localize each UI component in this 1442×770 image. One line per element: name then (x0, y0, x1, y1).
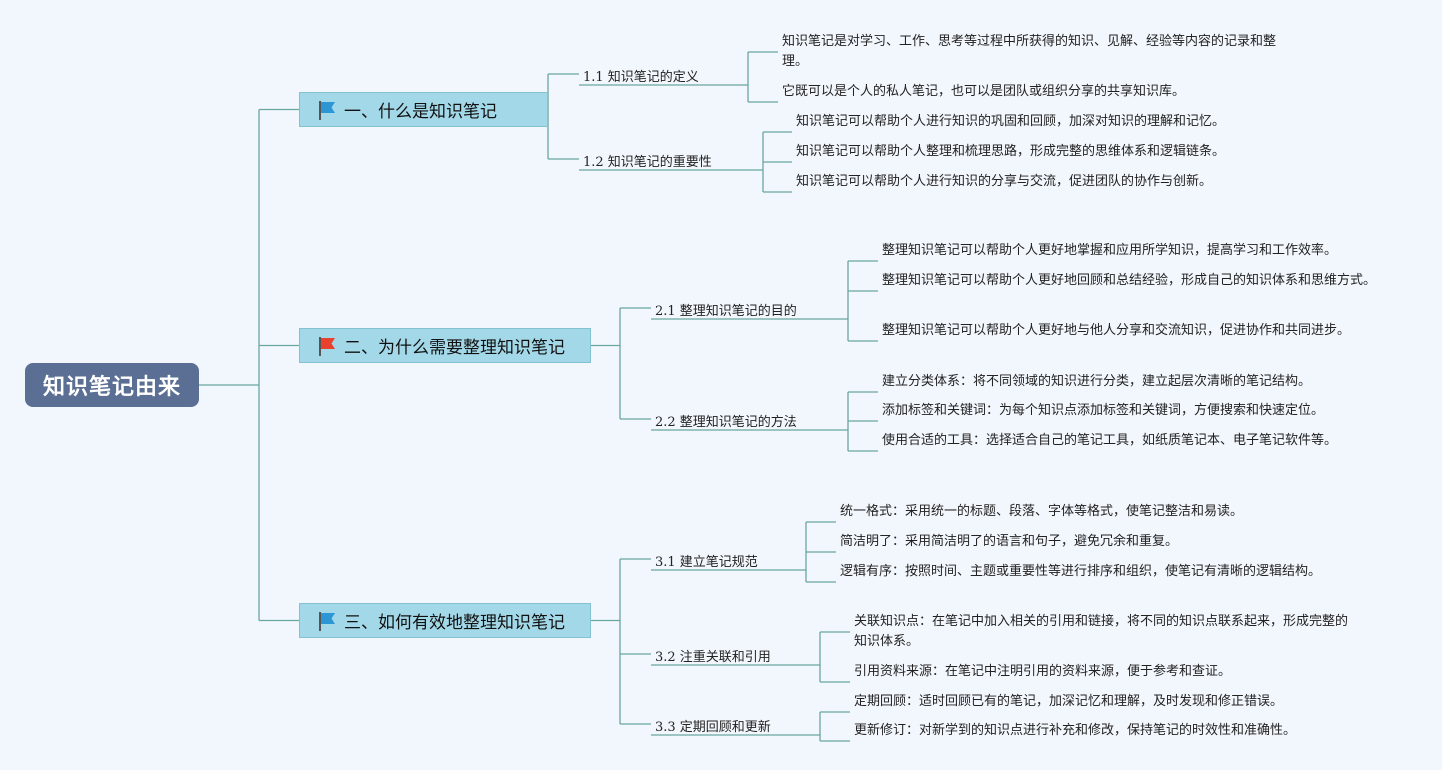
leaf-note[interactable]: 使用合适的工具：选择适合自己的笔记工具，如纸质笔记本、电子笔记软件等。 (882, 433, 1338, 448)
leaf-note[interactable]: 逻辑有序：按照时间、主题或重要性等进行排序和组织，使笔记有清晰的逻辑结构。 (840, 564, 1322, 579)
subtopic[interactable]: 1.2 知识笔记的重要性 (583, 155, 712, 170)
branch-label: 一、什么是知识笔记 (344, 102, 497, 122)
leaf-note[interactable]: 整理知识笔记可以帮助个人更好地与他人分享和交流知识，促进协作和共同进步。 (882, 323, 1351, 338)
leaf-note[interactable]: 建立分类体系：将不同领域的知识进行分类，建立起层次清晰的笔记结构。 (882, 374, 1312, 389)
leaf-note[interactable]: 知识笔记可以帮助个人整理和梳理思路，形成完整的思维体系和逻辑链条。 (796, 144, 1226, 159)
leaf-note[interactable]: 知识笔记可以帮助个人进行知识的分享与交流，促进团队的协作与创新。 (796, 174, 1213, 189)
leaf-note[interactable]: 统一格式：采用统一的标题、段落、字体等格式，使笔记整洁和易读。 (840, 504, 1244, 519)
blue-flag-icon (316, 99, 338, 121)
subtopic[interactable]: 3.1 建立笔记规范 (655, 555, 758, 570)
subtopic[interactable]: 1.1 知识笔记的定义 (583, 70, 699, 85)
leaf-note[interactable]: 简洁明了：采用简洁明了的语言和句子，避免冗余和重复。 (840, 534, 1179, 549)
subtopic[interactable]: 3.3 定期回顾和更新 (655, 720, 771, 735)
subtopic[interactable]: 2.2 整理知识笔记的方法 (655, 415, 797, 430)
leaf-note[interactable]: 整理知识笔记可以帮助个人更好地回顾和总结经验，形成自己的知识体系和思维方式。 (882, 273, 1377, 288)
root-topic[interactable]: 知识笔记由来 (25, 363, 199, 407)
leaf-note[interactable]: 它既可以是个人的私人笔记，也可以是团队或组织分享的共享知识库。 (782, 84, 1186, 99)
branch-topic[interactable]: 二、为什么需要整理知识笔记 (299, 328, 591, 363)
leaf-note[interactable]: 知识笔记可以帮助个人进行知识的巩固和回顾，加深对知识的理解和记忆。 (796, 114, 1226, 129)
branch-topic[interactable]: 一、什么是知识笔记 (299, 92, 548, 127)
leaf-note[interactable]: 整理知识笔记可以帮助个人更好地掌握和应用所学知识，提高学习和工作效率。 (882, 243, 1338, 258)
branch-topic[interactable]: 三、如何有效地整理知识笔记 (299, 603, 591, 638)
subtopic[interactable]: 3.2 注重关联和引用 (655, 650, 771, 665)
leaf-note[interactable]: 添加标签和关键词：为每个知识点添加标签和关键词，方便搜索和快速定位。 (882, 403, 1325, 418)
leaf-note[interactable]: 引用资料来源：在笔记中注明引用的资料来源，便于参考和查证。 (854, 664, 1232, 679)
branch-label: 三、如何有效地整理知识笔记 (344, 613, 565, 633)
leaf-note[interactable]: 定期回顾：适时回顾已有的笔记，加深记忆和理解，及时发现和修正错误。 (854, 694, 1284, 709)
red-flag-icon (316, 335, 338, 357)
subtopic[interactable]: 2.1 整理知识笔记的目的 (655, 304, 797, 319)
blue-flag-icon (316, 610, 338, 632)
leaf-note[interactable]: 更新修订：对新学到的知识点进行补充和修改，保持笔记的时效性和准确性。 (854, 723, 1297, 738)
leaf-note[interactable]: 关联知识点：在笔记中加入相关的引用和链接，将不同的知识点联系起来，形成完整的知识… (854, 614, 1349, 649)
leaf-note[interactable]: 知识笔记是对学习、工作、思考等过程中所获得的知识、见解、经验等内容的记录和整理。 (782, 34, 1277, 69)
branch-label: 二、为什么需要整理知识笔记 (344, 338, 565, 358)
